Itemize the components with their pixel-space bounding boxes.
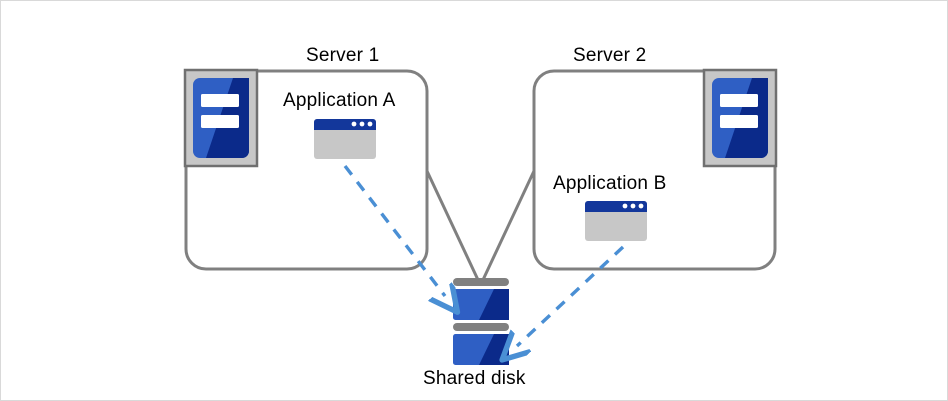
- arrow-app-b-to-disk: [517, 245, 625, 346]
- server-1-icon: [183, 68, 259, 168]
- application-b-window-icon: [585, 201, 647, 241]
- server-2-title: Server 2: [573, 45, 647, 66]
- cluster-connector-lines: [425, 170, 536, 283]
- data-flow-arrows: [343, 164, 625, 346]
- shared-disk-icon: [453, 278, 509, 365]
- shared-disk-label: Shared disk: [423, 368, 526, 389]
- application-a-label: Application A: [283, 90, 396, 111]
- connector-server2-to-disk: [480, 170, 536, 283]
- application-b-label: Application B: [553, 173, 667, 194]
- arrow-app-a-to-disk: [343, 164, 445, 296]
- application-a-window-icon: [314, 119, 376, 159]
- server-2-icon: [702, 68, 778, 168]
- server-1-title: Server 1: [306, 45, 380, 66]
- connector-server1-to-disk: [425, 170, 481, 283]
